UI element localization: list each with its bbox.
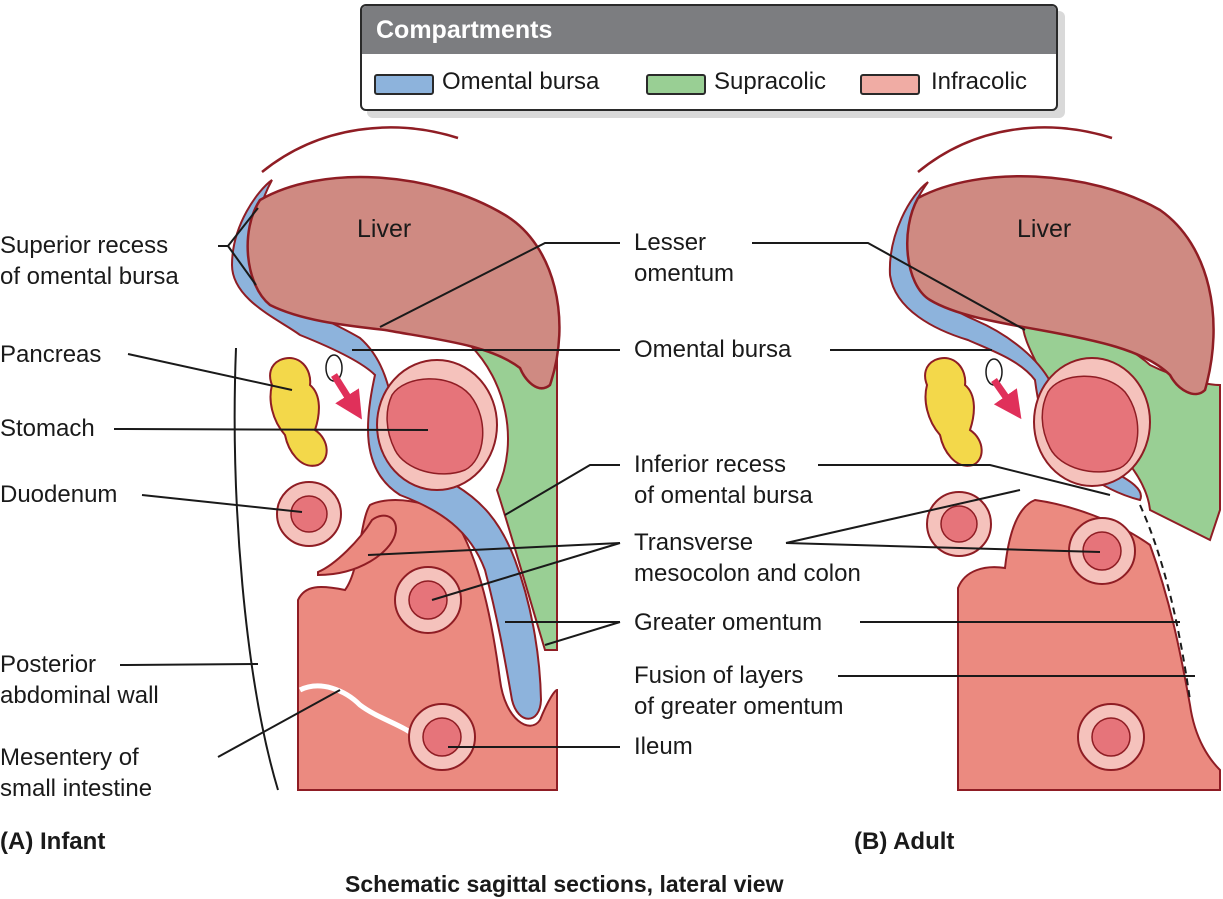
- infant-transverse-colon-lumen: [408, 580, 448, 620]
- leader-superior-recess-2: [227, 245, 257, 286]
- infant-pancreas: [269, 357, 328, 467]
- adult-diaphragm-line: [917, 126, 1113, 173]
- infant-stomach-lumen: [386, 378, 484, 475]
- figure-caption: Schematic sagittal sections, lateral vie…: [345, 871, 784, 897]
- adult-ileum-lumen: [1091, 717, 1131, 757]
- adult-greater-omentum-fold: [1139, 504, 1191, 701]
- panel-label-infant: (A) Infant: [0, 828, 106, 855]
- infant-passage-arrow: [331, 373, 362, 420]
- adult-stomach-lumen: [1041, 375, 1139, 473]
- label-stomach: Stomach: [0, 415, 95, 442]
- leader-lines: [113, 207, 1195, 758]
- leader-mesentery: [217, 689, 341, 758]
- label-fusion-line2: of greater omentum: [634, 693, 844, 720]
- panel-label-adult: (B) Adult: [854, 828, 955, 855]
- label-inferior-recess-line1: Inferior recess: [634, 451, 787, 478]
- label-fusion-line1: Fusion of layers: [634, 662, 804, 689]
- label-transverse-line1: Transverse: [634, 529, 754, 556]
- leader-lesser-omentum: [379, 242, 620, 328]
- label-superior-recess-line2: of omental bursa: [0, 263, 179, 290]
- label-ileum: Ileum: [634, 733, 693, 760]
- leader-greater-omentum-a2: [544, 621, 621, 646]
- legend-label-supracolic: Supracolic: [714, 68, 827, 95]
- infant-liver: [246, 175, 561, 390]
- label-mesentery-line1: Mesentery of: [0, 744, 139, 771]
- label-pancreas: Pancreas: [0, 341, 102, 368]
- leader-transverse-b2: [785, 542, 1101, 553]
- label-posterior-wall-line1: Posterior: [0, 651, 97, 678]
- adult-liver-label: Liver: [1017, 215, 1072, 243]
- leader-inferior-recess: [504, 464, 620, 516]
- adult-liver: [906, 175, 1215, 396]
- label-lesser-omentum-line2: omentum: [634, 260, 735, 287]
- leader-pancreas: [127, 353, 293, 391]
- legend-swatch-supracolic: [646, 74, 706, 95]
- infant-section: [230, 126, 561, 791]
- leader-transverse-a2: [431, 542, 621, 601]
- adult-pancreas: [924, 357, 983, 467]
- compartments-legend: Compartments Omental bursa Supracolic In…: [360, 4, 1058, 111]
- legend-label-infracolic: Infracolic: [931, 68, 1028, 95]
- label-mesentery-line2: small intestine: [0, 775, 153, 802]
- infant-ileum-lumen: [422, 717, 462, 757]
- leader-posterior-wall: [119, 663, 259, 666]
- label-superior-recess-line1: Superior recess: [0, 232, 169, 259]
- legend-swatch-omental-bursa: [374, 74, 434, 95]
- label-duodenum: Duodenum: [0, 481, 118, 508]
- infant-liver-label: Liver: [357, 215, 412, 243]
- label-inferior-recess-line2: of omental bursa: [634, 482, 813, 509]
- infant-posterior-wall: [233, 347, 279, 791]
- leader-transverse-a1: [367, 542, 621, 556]
- leader-duodenum: [141, 494, 303, 513]
- infant-mesentery-fold: [298, 683, 422, 742]
- adult-passage-arrow: [991, 377, 1022, 420]
- label-lesser-omentum-line1: Lesser: [634, 229, 707, 256]
- legend-swatch-infracolic: [860, 74, 920, 95]
- infant-duodenum-lumen: [290, 495, 328, 533]
- leader-transverse-b1: [785, 489, 1021, 544]
- leader-inferior-recess-b: [818, 464, 1111, 496]
- label-posterior-wall-line2: abdominal wall: [0, 682, 159, 709]
- legend-title: Compartments: [362, 6, 1056, 54]
- label-omental-bursa: Omental bursa: [634, 336, 792, 363]
- leader-stomach: [113, 428, 429, 431]
- label-greater-omentum: Greater omentum: [634, 609, 823, 636]
- infant-infracolic-region: [297, 499, 558, 791]
- label-transverse-line2: mesocolon and colon: [634, 560, 861, 587]
- infant-diaphragm-line: [261, 126, 459, 173]
- infant-transverse-mesocolon-tip: [317, 514, 397, 577]
- legend-label-omental-bursa: Omental bursa: [442, 68, 600, 95]
- leader-lesser-omentum-b: [752, 242, 1026, 331]
- adult-duodenum-lumen: [940, 505, 978, 543]
- infant-supracolic-region: [467, 344, 558, 651]
